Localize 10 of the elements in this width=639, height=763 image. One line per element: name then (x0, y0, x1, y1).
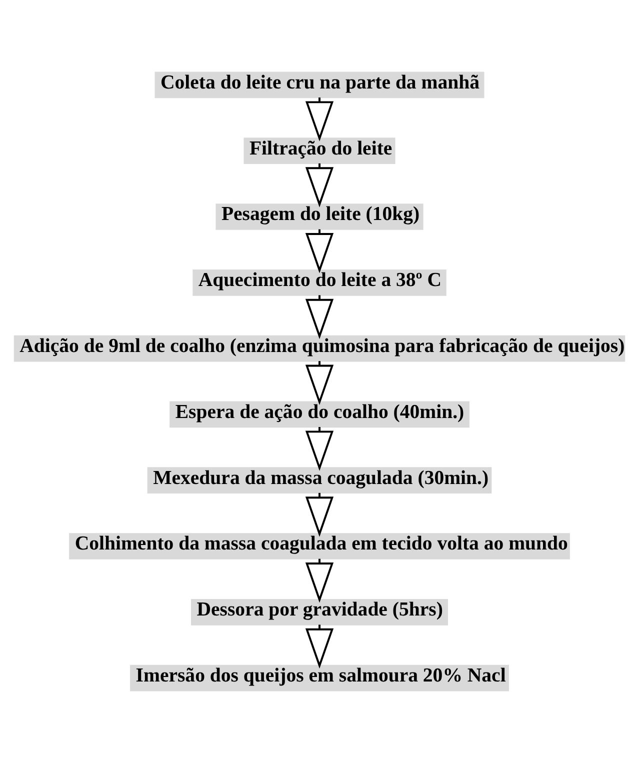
node-box: Mexedura da massa coagulada (30min.) (147, 467, 492, 494)
node-box: Dessora por gravidade (5hrs) (191, 598, 448, 626)
node-box: Colhimento da massa coagulada em tecido volta ao mundo (69, 533, 570, 560)
node-box: Espera de ação do coalho (40min.) (170, 401, 470, 428)
node-box: Imersão dos queijos em salmoura 20% Nacl (130, 664, 509, 692)
node-box: Filtração do leite (244, 138, 396, 164)
node-box: Adição de 9ml de coalho (enzima quimosina para fabricação de queijos) (14, 335, 626, 362)
node-box: Aquecimento do leite a 38º C (192, 269, 446, 296)
node-box: Coleta do leite cru na parte da manhã (154, 72, 484, 98)
node-box: Pesagem do leite (10kg) (216, 204, 424, 230)
